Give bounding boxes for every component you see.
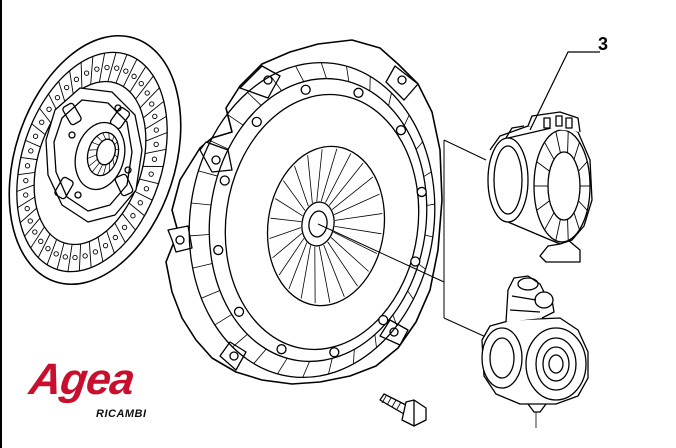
pressure-plate [165,39,443,385]
agea-logo: Agea [26,355,138,404]
logo-subtitle: RICAMBI [96,408,147,420]
callout-number-3: 3 [598,34,609,54]
concentric-slave-cylinder [481,275,589,428]
clutch-disc [8,34,182,286]
release-bearing [487,51,600,263]
assembly-bracket-lines [317,139,489,339]
left-border [0,0,2,448]
bolt [379,393,427,427]
